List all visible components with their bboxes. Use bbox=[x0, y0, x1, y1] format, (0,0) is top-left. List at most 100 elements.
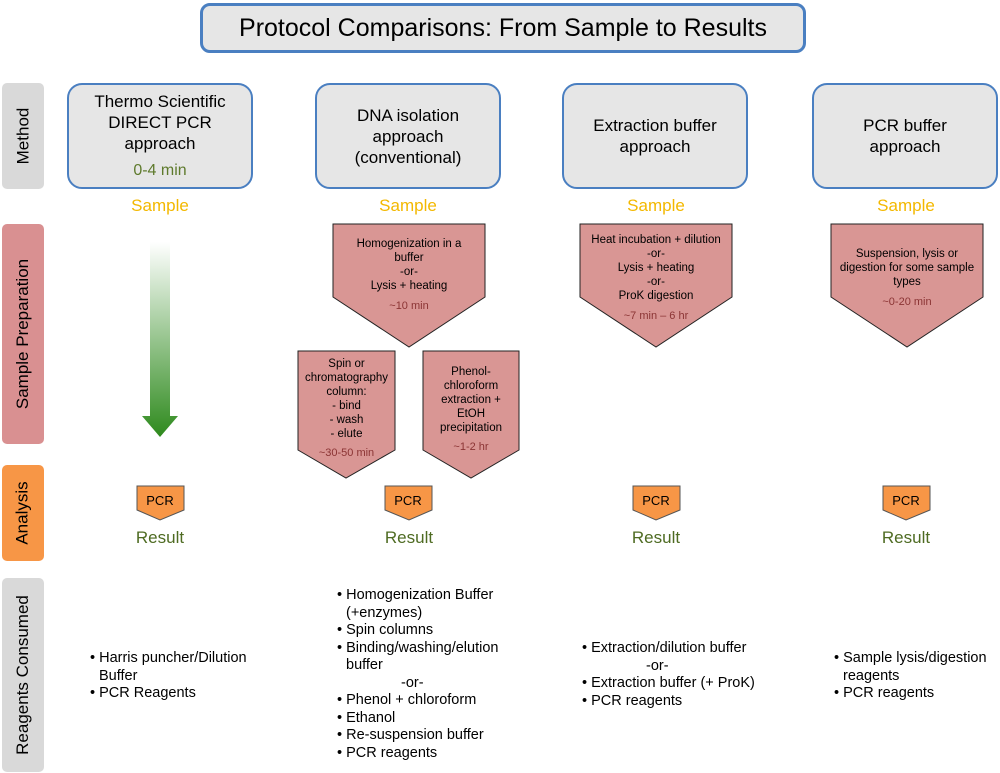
method-line: approach bbox=[869, 137, 941, 156]
pcr-shape bbox=[384, 485, 433, 521]
pcr-label: PCR bbox=[146, 493, 174, 508]
prep-line: Spin or bbox=[328, 358, 365, 370]
reagents-list-direct-pcr: • Harris puncher/Dilution Buffer • PCR R… bbox=[90, 650, 247, 703]
prep-line: -or- bbox=[647, 248, 665, 260]
pcr-shape bbox=[136, 485, 185, 521]
method-line: (conventional) bbox=[354, 147, 462, 167]
prep-line: - bind bbox=[332, 400, 361, 412]
method-box-extraction-buffer: Extraction buffer approach bbox=[562, 83, 748, 189]
reagent-line: • Phenol + chloroform bbox=[337, 692, 477, 708]
reagent-line: • Binding/washing/elution bbox=[337, 639, 499, 656]
prep-line: -or- bbox=[647, 276, 665, 288]
reagent-line: • PCR reagents bbox=[582, 692, 683, 709]
prep-line: EtOH bbox=[456, 408, 486, 420]
row-label-analysis: Analysis bbox=[2, 465, 44, 561]
prep-time: ~0-20 min bbox=[882, 296, 932, 308]
reagent-line: Buffer bbox=[99, 667, 138, 684]
direct-flow-arrow bbox=[142, 242, 178, 437]
sample-label: Sample bbox=[379, 196, 437, 215]
sample-label: Sample bbox=[131, 196, 189, 215]
method-line: approach bbox=[619, 137, 691, 156]
prep-line: chloroform bbox=[443, 380, 499, 392]
reagent-line: • Homogenization Buffer bbox=[337, 587, 494, 603]
prep-shape-extraction bbox=[579, 223, 733, 348]
method-line: DNA isolation bbox=[356, 105, 460, 125]
reagent-line: reagents bbox=[843, 667, 900, 684]
prep-line: Suspension, lysis or bbox=[855, 248, 959, 260]
pcr-label: PCR bbox=[394, 493, 422, 508]
method-line: Thermo Scientific bbox=[94, 92, 226, 111]
prep-shape-dna-phenol bbox=[422, 350, 520, 479]
sample-label: Sample bbox=[627, 196, 685, 215]
prep-text-dna-phenol: Phenol- chloroform extraction + EtOH pre… bbox=[424, 365, 518, 454]
reagent-line: -or- bbox=[646, 657, 669, 674]
prep-text-pcr-buffer: Suspension, lysis or digestion for some … bbox=[833, 247, 981, 309]
reagent-line: • Sample lysis/digestion bbox=[834, 650, 987, 666]
prep-line: chromatography bbox=[304, 372, 389, 384]
prep-line: extraction + bbox=[441, 394, 501, 406]
pcr-shape bbox=[882, 485, 931, 521]
prep-time: ~30-50 min bbox=[318, 447, 375, 459]
result-label: Result bbox=[135, 528, 185, 547]
prep-shape-dna-spin bbox=[297, 350, 396, 479]
reagent-line: • Re-suspension buffer bbox=[337, 727, 484, 743]
reagent-line: • Extraction/dilution buffer bbox=[582, 640, 747, 656]
prep-shape-pcr-buffer bbox=[830, 223, 984, 348]
result-label: Result bbox=[631, 528, 681, 547]
method-line: approach bbox=[124, 134, 196, 153]
prep-time: ~1-2 hr bbox=[453, 441, 489, 453]
prep-time: ~10 min bbox=[389, 300, 429, 312]
pcr-label: PCR bbox=[892, 493, 920, 508]
prep-line: Homogenization in a bbox=[356, 238, 462, 250]
row-label-method: Method bbox=[2, 83, 44, 189]
row-label-reagents: Reagents Consumed bbox=[2, 578, 44, 772]
pcr-label: PCR bbox=[642, 493, 670, 508]
reagent-line: • Spin columns bbox=[337, 622, 434, 638]
reagents-list-extraction: • Extraction/dilution buffer -or- • Extr… bbox=[582, 640, 755, 710]
row-label-sample-preparation: Sample Preparation bbox=[2, 224, 44, 444]
prep-line: digestion for some sample bbox=[839, 262, 975, 274]
prep-line: buffer bbox=[394, 252, 424, 264]
reagents-list-dna-isolation: • Homogenization Buffer (+enzymes) • Spi… bbox=[337, 587, 498, 762]
prep-shape-dna-main bbox=[332, 223, 486, 348]
prep-line: column: bbox=[326, 386, 367, 398]
page-title: Protocol Comparisons: From Sample to Res… bbox=[200, 3, 806, 53]
method-line: approach bbox=[372, 126, 444, 146]
reagent-line: • Extraction buffer (+ ProK) bbox=[582, 675, 755, 691]
pcr-shape bbox=[632, 485, 681, 521]
prep-line: Heat incubation + dilution bbox=[591, 234, 721, 246]
reagent-line: • PCR Reagents bbox=[90, 685, 196, 701]
prep-line: ProK digestion bbox=[618, 290, 694, 302]
result-label: Result bbox=[881, 528, 931, 547]
prep-line: precipitation bbox=[439, 422, 502, 434]
method-line: PCR buffer bbox=[863, 116, 947, 135]
prep-line: Phenol- bbox=[451, 366, 491, 378]
method-box-direct-pcr: Thermo Scientific DIRECT PCR approach 0-… bbox=[67, 83, 253, 189]
result-label: Result bbox=[384, 528, 434, 547]
reagent-line: buffer bbox=[346, 657, 383, 673]
prep-text-dna-main: Homogenization in a buffer -or- Lysis + … bbox=[335, 237, 483, 313]
prep-line: types bbox=[893, 276, 921, 288]
prep-time: ~7 min – 6 hr bbox=[623, 310, 689, 322]
method-line: DIRECT PCR bbox=[108, 113, 212, 132]
prep-text-extraction: Heat incubation + dilution -or- Lysis + … bbox=[582, 233, 730, 323]
prep-line: - elute bbox=[330, 428, 363, 440]
reagent-line: • PCR reagents bbox=[834, 685, 935, 701]
prep-line: Lysis + heating bbox=[370, 280, 448, 292]
sample-label: Sample bbox=[877, 196, 935, 215]
prep-text-dna-spin: Spin or chromatography column: - bind - … bbox=[299, 357, 394, 460]
reagent-line: • Harris puncher/Dilution bbox=[90, 650, 247, 666]
reagent-line: -or- bbox=[401, 674, 424, 691]
method-line: Extraction buffer bbox=[593, 116, 717, 135]
reagent-line: (+enzymes) bbox=[346, 604, 423, 621]
method-box-dna-isolation: DNA isolation approach (conventional) bbox=[315, 83, 501, 189]
method-box-pcr-buffer: PCR buffer approach bbox=[812, 83, 998, 189]
prep-line: -or- bbox=[400, 266, 418, 278]
reagents-list-pcr-buffer: • Sample lysis/digestion reagents • PCR … bbox=[834, 650, 987, 703]
prep-line: - wash bbox=[329, 414, 364, 426]
reagent-line: • Ethanol bbox=[337, 709, 396, 726]
prep-line: Lysis + heating bbox=[617, 262, 695, 274]
method-time: 0-4 min bbox=[133, 162, 187, 179]
reagent-line: • PCR reagents bbox=[337, 744, 438, 761]
